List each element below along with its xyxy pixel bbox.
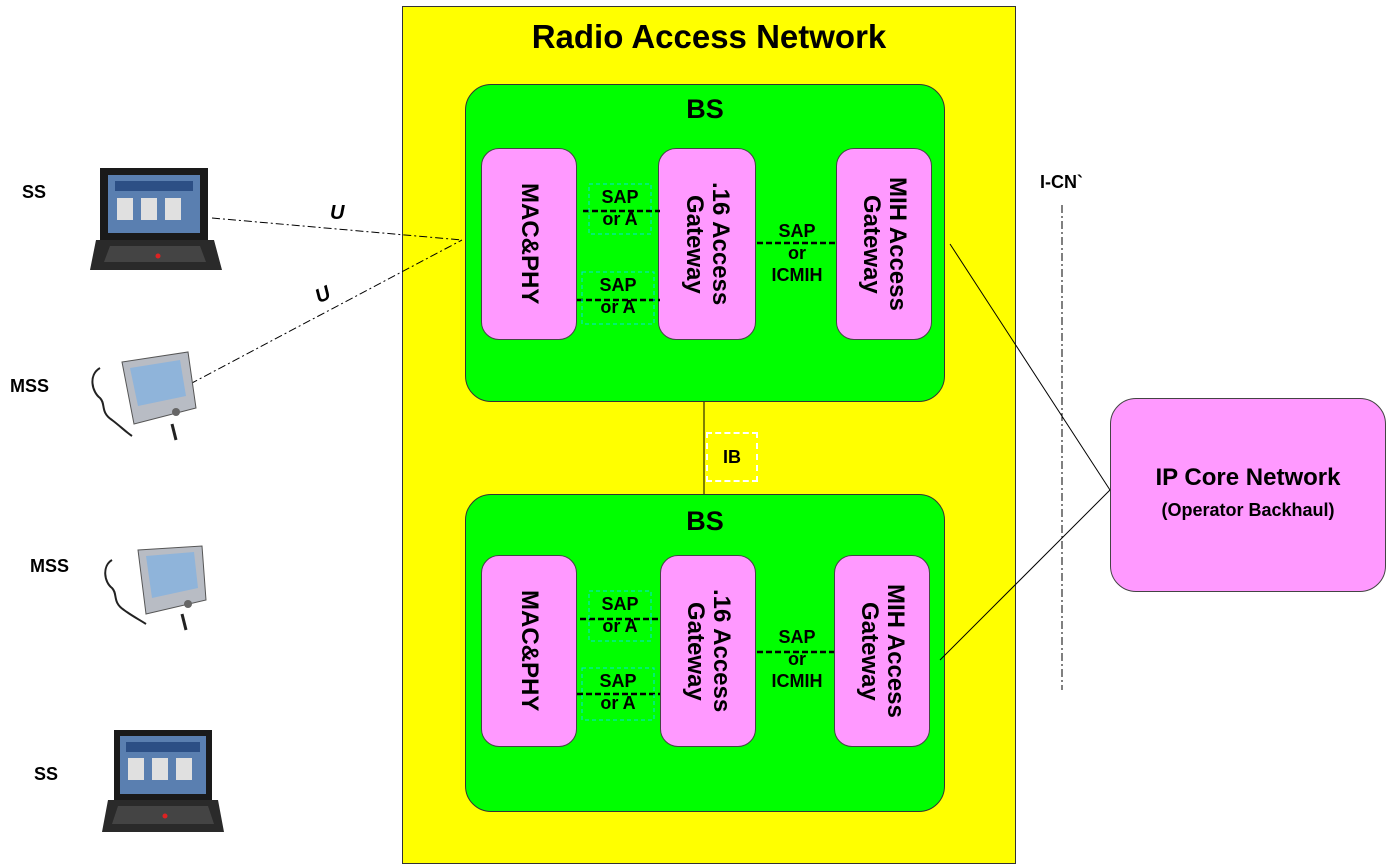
- bs-bottom-16-gateway-module: .16 Access Gateway: [660, 555, 756, 747]
- bs-bottom-sap-lower-label: SAP or A: [599, 671, 637, 713]
- device-label-mss-1: MSS: [10, 376, 50, 396]
- device-label-ss-2: SS: [34, 764, 59, 784]
- bs-bottom-16-gateway-label: .16 Access Gateway: [682, 589, 735, 713]
- ip-core-subtitle: (Operator Backhaul): [1161, 500, 1335, 520]
- device-label-ss-1: SS: [22, 182, 47, 202]
- device-label-mss-2: MSS: [30, 556, 70, 576]
- bs-top-mih-gateway-label: MIH Access Gateway: [858, 177, 911, 311]
- laptop-icon: [102, 730, 224, 832]
- ran-title: Radio Access Network: [531, 18, 887, 55]
- bs-top-label: BS: [686, 94, 724, 124]
- bs-top-16-gateway-label: .16 Access Gateway: [681, 182, 734, 306]
- bs-top-16-gateway-module: .16 Access Gateway: [658, 148, 756, 340]
- bs-top-mih-gateway-module: MIH Access Gateway: [836, 148, 932, 340]
- bs-bottom-label: BS: [686, 506, 724, 536]
- bs-bottom-mac-phy-label: MAC&PHY: [516, 590, 543, 712]
- bs-top-mac-phy-module: MAC&PHY: [481, 148, 577, 340]
- ip-core-network-box: [1110, 398, 1386, 592]
- bs-top-sap-icmih-label: SAP or ICMIH: [771, 221, 823, 285]
- ib-label: IB: [723, 446, 741, 467]
- bs-bottom-sap-icmih-label: SAP or ICMIH: [771, 627, 823, 691]
- pda-icon: [91, 351, 197, 441]
- bs-top-mac-phy-label: MAC&PHY: [516, 183, 543, 305]
- pda-icon: [104, 545, 207, 631]
- icn-label: I-CN`: [1040, 172, 1083, 192]
- bs-bottom-sap-upper-label: SAP or A: [601, 594, 639, 636]
- bs-top-sap-lower-label: SAP or A: [599, 275, 637, 317]
- ip-core-title: IP Core Network: [1155, 464, 1341, 491]
- u-label-1: U: [330, 202, 345, 224]
- bs-top-sap-upper-label: SAP or A: [601, 187, 639, 229]
- ib-interface-box: IB: [706, 432, 758, 482]
- bs-bottom-mih-gateway-label: MIH Access Gateway: [856, 584, 909, 718]
- laptop-icon: [90, 168, 222, 270]
- bs-bottom-mih-gateway-module: MIH Access Gateway: [834, 555, 930, 747]
- bs-bottom-mac-phy-module: MAC&PHY: [481, 555, 577, 747]
